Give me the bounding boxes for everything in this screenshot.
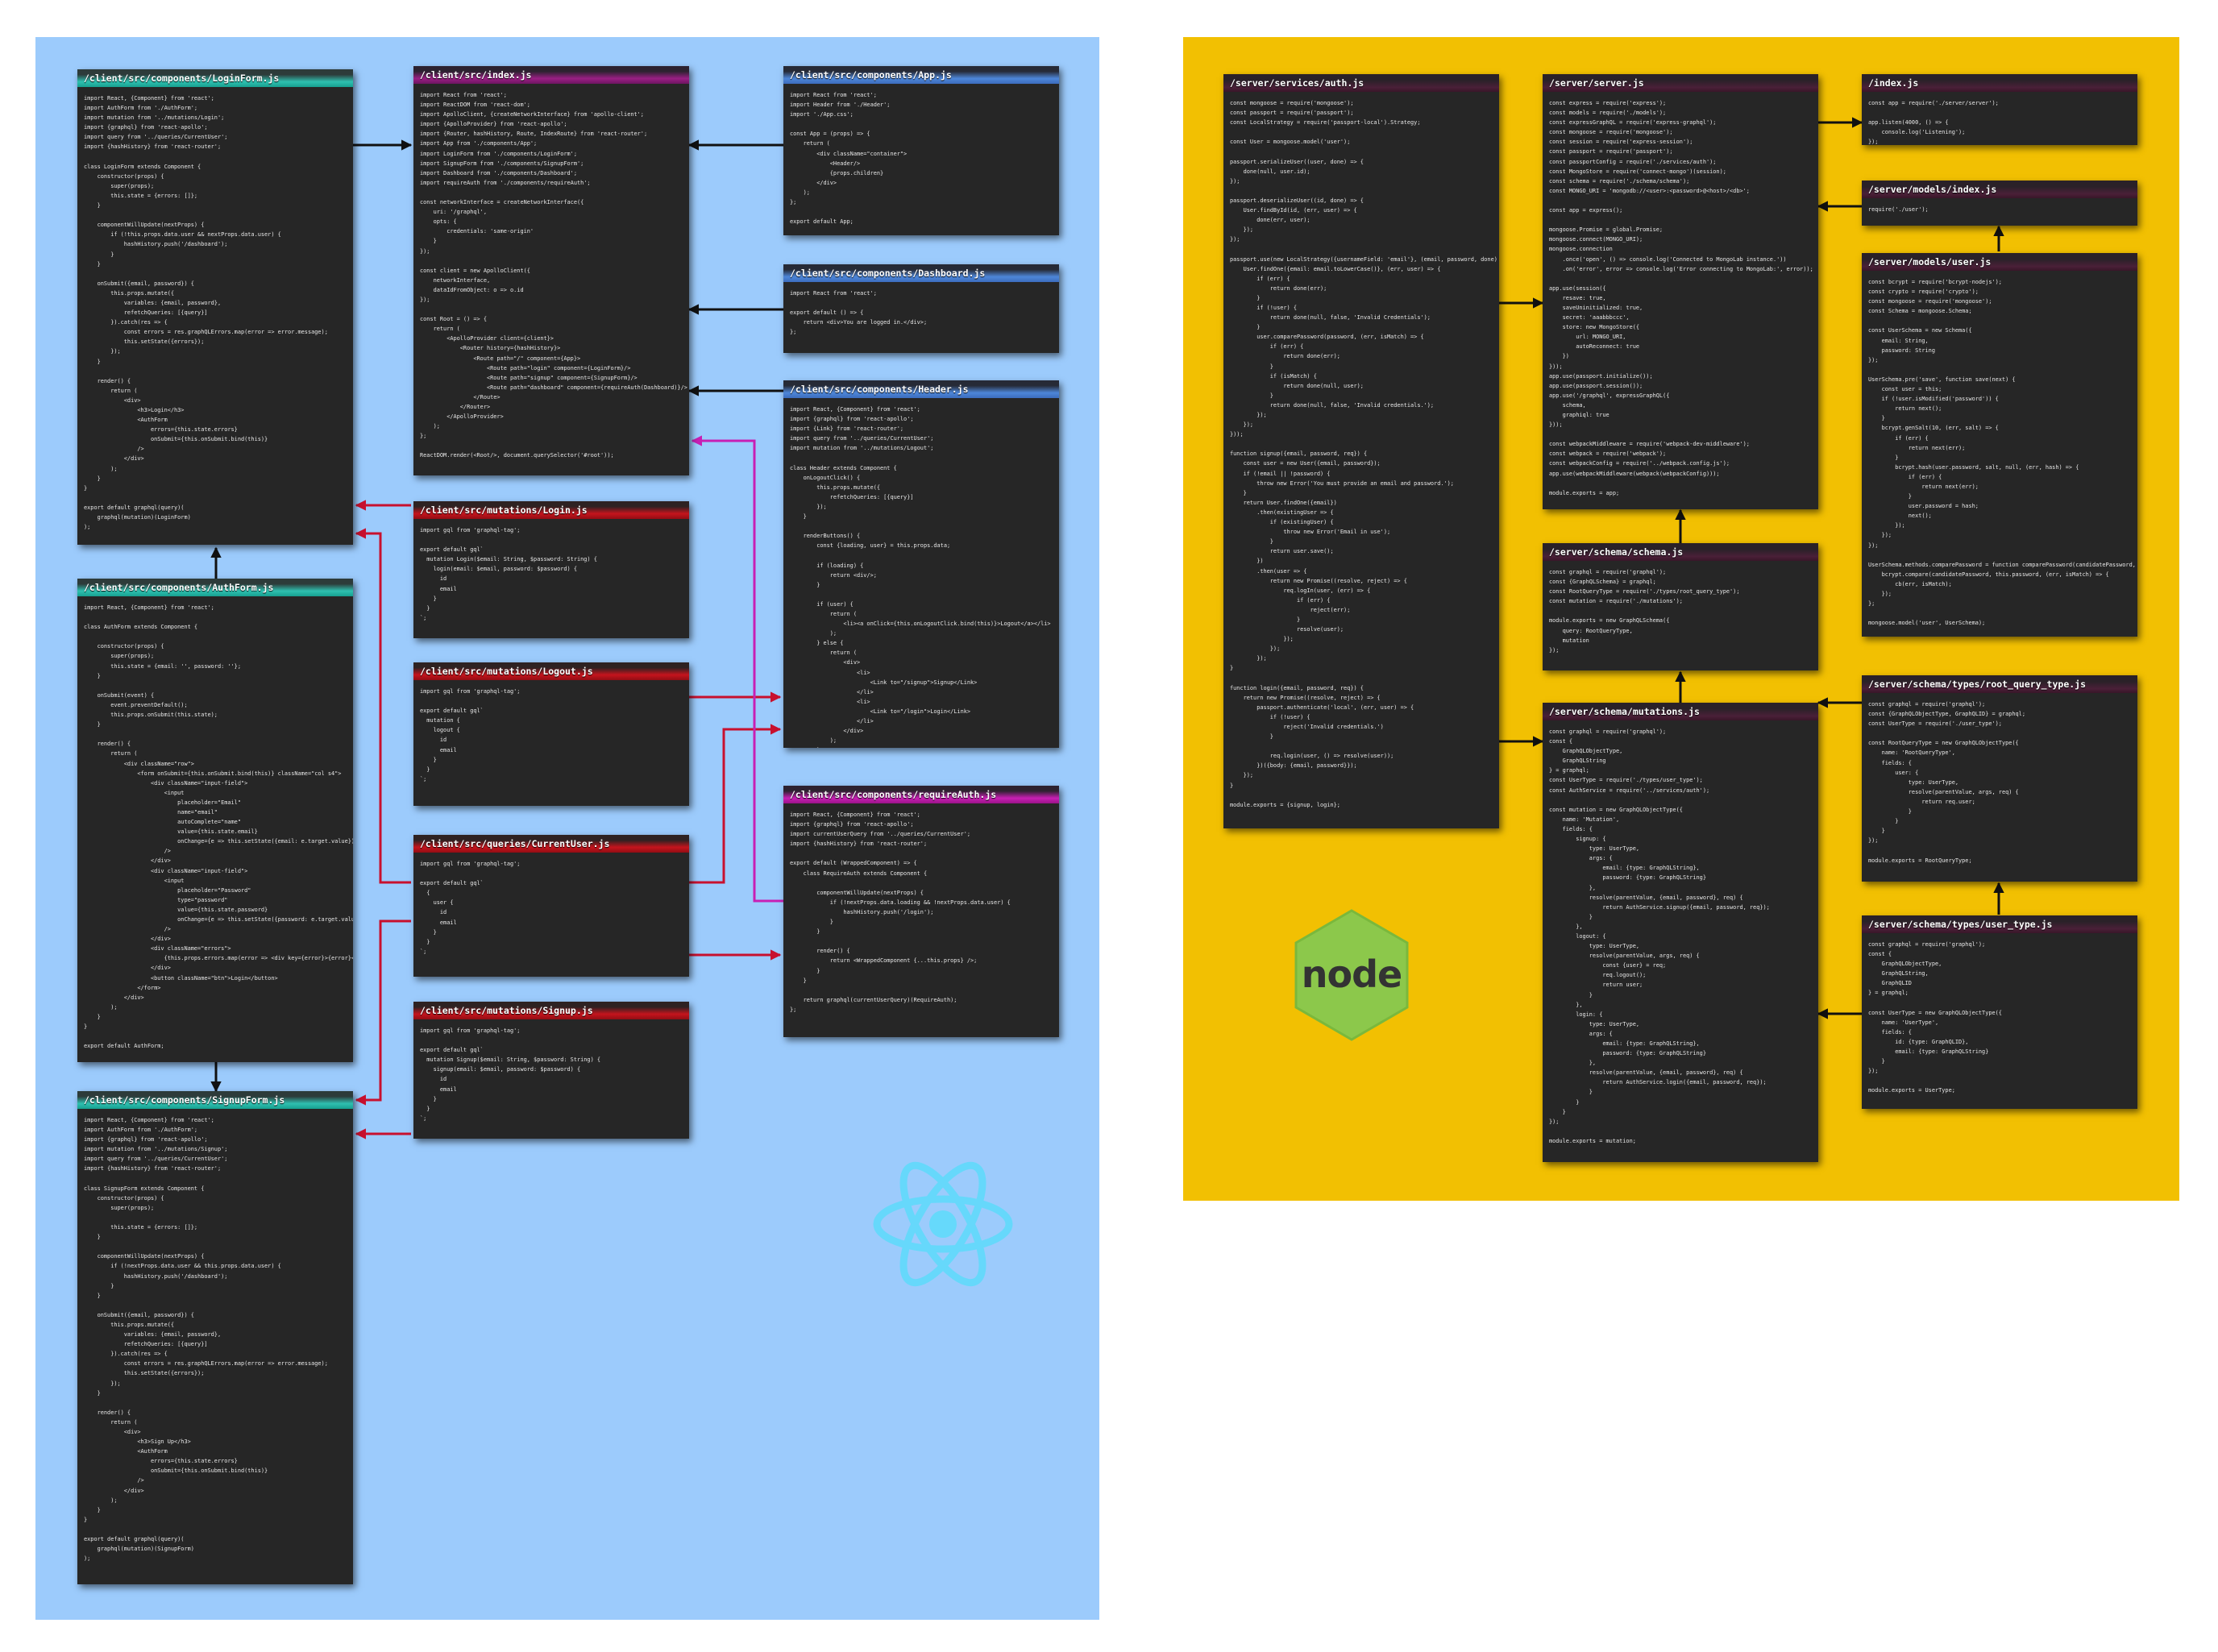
card-title: /client/src/components/LoginForm.js (77, 69, 353, 87)
code-block: import gql from 'graphql-tag'; export de… (420, 1027, 601, 1122)
card-schema-mutations: /server/schema/mutations.js const graphq… (1543, 703, 1818, 1162)
code-block: import gql from 'graphql-tag'; export de… (420, 688, 521, 782)
card-models-user: /server/models/user.js const bcrypt = re… (1862, 253, 2137, 637)
code-block: import React, {Component} from 'react'; … (84, 604, 353, 1050)
card-title: /server/schema/types/user_type.js (1862, 915, 2137, 933)
card-title: /client/src/components/requireAuth.js (783, 786, 1059, 803)
code-block: import React from 'react'; import ReactD… (420, 92, 687, 459)
card-title: /server/schema/mutations.js (1543, 703, 1818, 720)
card-title: /server/models/user.js (1862, 253, 2137, 271)
card-schema: /server/schema/schema.js const graphql =… (1543, 543, 1818, 670)
card-services-auth: /server/services/auth.js const mongoose … (1223, 74, 1499, 828)
card-header: /client/src/components/Header.js import … (783, 380, 1059, 748)
card-title: /server/server.js (1543, 74, 1818, 92)
code-block: import gql from 'graphql-tag'; export de… (420, 861, 521, 955)
card-title: /client/src/index.js (413, 66, 689, 84)
card-title: /server/services/auth.js (1223, 74, 1499, 92)
card-title: /server/schema/schema.js (1543, 543, 1818, 561)
card-client-index: /client/src/index.js import React from '… (413, 66, 689, 475)
card-title: /server/models/index.js (1862, 181, 2137, 198)
card-dashboard: /client/src/components/Dashboard.js impo… (783, 264, 1059, 353)
code-block: const mongoose = require('mongoose'); co… (1230, 100, 1497, 808)
code-block: import React, {Component} from 'react'; … (84, 95, 328, 531)
arrow-currentuser-to-loginform (355, 528, 411, 884)
arrow-requireauth-to-index (691, 435, 783, 903)
card-title: /client/src/components/Header.js (783, 380, 1059, 398)
card-title: /client/src/mutations/Login.js (413, 501, 689, 519)
code-block: import React from 'react'; import Header… (790, 92, 908, 226)
card-mutation-login: /client/src/mutations/Login.js import gq… (413, 501, 689, 638)
react-logo-icon (870, 1157, 1016, 1291)
card-requireauth: /client/src/components/requireAuth.js im… (783, 786, 1059, 1037)
card-loginform: /client/src/components/LoginForm.js impo… (77, 69, 353, 545)
code-block: import React, {Component} from 'react'; … (84, 1117, 328, 1563)
card-root-index: /index.js const app = require('./server/… (1862, 74, 2137, 145)
card-authform: /client/src/components/AuthForm.js impor… (77, 579, 353, 1062)
card-title: /client/src/components/SignupForm.js (77, 1091, 353, 1109)
arrow-currentuser-to-signupform (355, 919, 411, 1106)
nodejs-logo-icon: node (1291, 907, 1412, 1043)
code-block: const bcrypt = require('bcrypt-nodejs');… (1868, 279, 2136, 627)
card-title: /client/src/queries/CurrentUser.js (413, 835, 689, 853)
card-title: /client/src/components/App.js (783, 66, 1059, 84)
code-block: const app = require('./server/server'); … (1868, 100, 1999, 145)
card-root-query-type: /server/schema/types/root_query_type.js … (1862, 675, 2137, 882)
code-block: import React, {Component} from 'react'; … (790, 406, 1051, 748)
code-block: import React, {Component} from 'react'; … (790, 811, 1011, 1013)
code-block: const graphql = require('graphql'); cons… (1549, 728, 1770, 1144)
card-query-currentuser: /client/src/queries/CurrentUser.js impor… (413, 835, 689, 977)
code-block: const graphql = require('graphql'); cons… (1868, 701, 2025, 864)
node-logo-text: node (1302, 953, 1402, 996)
card-user-type: /server/schema/types/user_type.js const … (1862, 915, 2137, 1109)
card-title: /client/src/mutations/Logout.js (413, 662, 689, 680)
card-title: /server/schema/types/root_query_type.js (1862, 675, 2137, 693)
card-mutation-logout: /client/src/mutations/Logout.js import g… (413, 662, 689, 806)
card-app: /client/src/components/App.js import Rea… (783, 66, 1059, 235)
card-title: /client/src/components/Dashboard.js (783, 264, 1059, 282)
card-title: /client/src/components/AuthForm.js (77, 579, 353, 596)
code-block: const graphql = require('graphql'); cons… (1549, 569, 1740, 654)
card-mutation-signup: /client/src/mutations/Signup.js import g… (413, 1002, 689, 1139)
card-title: /client/src/mutations/Signup.js (413, 1002, 689, 1019)
code-block: const graphql = require('graphql'); cons… (1868, 941, 2002, 1094)
card-title: /index.js (1862, 74, 2137, 92)
card-server: /server/server.js const express = requir… (1543, 74, 1818, 509)
code-block: import React from 'react'; export defaul… (790, 290, 928, 336)
code-block: require('./user'); (1868, 206, 1929, 213)
code-block: import gql from 'graphql-tag'; export de… (420, 527, 597, 621)
arrow-currentuser-to-header (689, 724, 782, 884)
card-signupform: /client/src/components/SignupForm.js imp… (77, 1091, 353, 1584)
card-models-index: /server/models/index.js require('./user'… (1862, 181, 2137, 226)
code-block: const express = require('express'); cons… (1549, 100, 1813, 496)
